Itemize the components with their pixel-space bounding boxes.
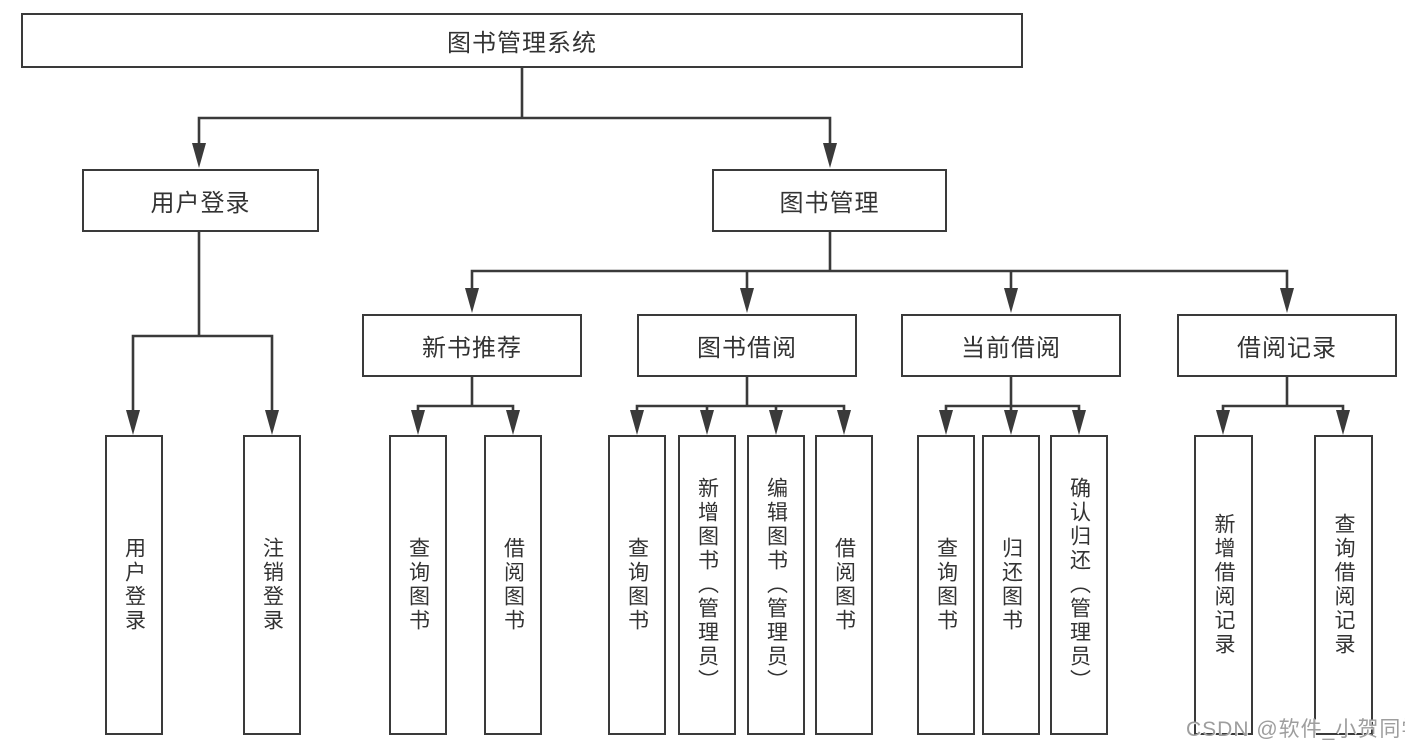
leaf-confirm-return-admin: 确认归还（管理员） xyxy=(1050,435,1108,735)
node-borrowing-records: 借阅记录 xyxy=(1177,314,1397,377)
leaf-borrow-books-borrowing: 借阅图书 xyxy=(815,435,873,735)
node-user-login: 用户登录 xyxy=(82,169,319,232)
leaf-borrow-books-recommend: 借阅图书 xyxy=(484,435,542,735)
leaf-return-books: 归还图书 xyxy=(982,435,1040,735)
node-current-borrowing: 当前借阅 xyxy=(901,314,1121,377)
leaf-query-borrow-record: 查询借阅记录 xyxy=(1314,435,1373,735)
leaf-query-books-borrowing: 查询图书 xyxy=(608,435,666,735)
node-book-borrowing: 图书借阅 xyxy=(637,314,857,377)
node-new-book-recommendation: 新书推荐 xyxy=(362,314,582,377)
leaf-add-books-admin: 新增图书（管理员） xyxy=(678,435,736,735)
leaf-logout: 注销登录 xyxy=(243,435,301,735)
node-library-management-system: 图书管理系统 xyxy=(21,13,1023,68)
leaf-edit-books-admin: 编辑图书（管理员） xyxy=(747,435,805,735)
leaf-user-login: 用户登录 xyxy=(105,435,163,735)
csdn-watermark: CSDN @软件_小贺同学 xyxy=(1186,718,1405,741)
leaf-query-books-current: 查询图书 xyxy=(917,435,975,735)
leaf-query-books-recommend: 查询图书 xyxy=(389,435,447,735)
node-book-management: 图书管理 xyxy=(712,169,947,232)
leaf-add-borrow-record: 新增借阅记录 xyxy=(1194,435,1253,735)
